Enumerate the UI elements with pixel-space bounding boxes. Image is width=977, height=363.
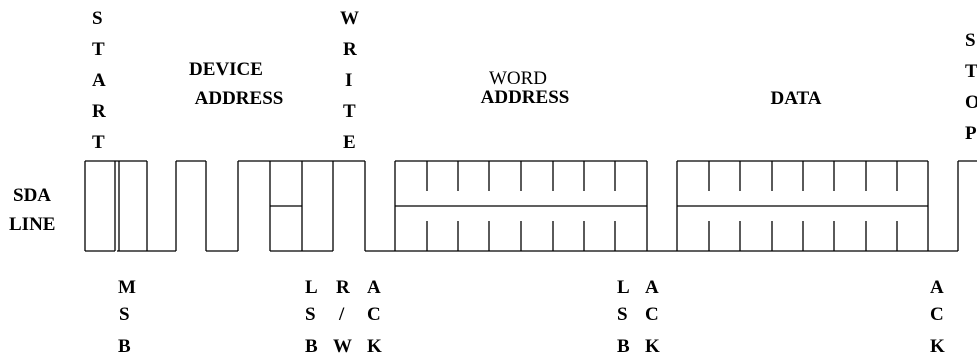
start-letter: S	[92, 8, 103, 29]
ack-letter: C	[930, 304, 944, 325]
sda-line-label: LINE	[9, 214, 55, 235]
rw-letter: W	[333, 336, 352, 357]
start-letter: A	[92, 70, 106, 91]
msb-letter: B	[118, 336, 131, 357]
ack-letter: K	[645, 336, 660, 357]
ack-letter: C	[645, 304, 659, 325]
ack-letter: K	[930, 336, 945, 357]
sda-waveform	[84, 160, 977, 252]
write-letter: T	[343, 101, 356, 122]
lsb-letter: S	[305, 304, 316, 325]
rw-letter: /	[338, 304, 345, 325]
start-letter: R	[92, 101, 106, 122]
lsb-letter: B	[305, 336, 318, 357]
rw-letter: R	[336, 277, 350, 298]
msb-letter: M	[118, 277, 136, 298]
sda-line-label: SDA	[13, 185, 51, 206]
msb-letter: S	[119, 304, 130, 325]
data-label: DATA	[770, 88, 821, 109]
lsb-letter: L	[305, 277, 318, 298]
word-address-label: WORD	[489, 68, 547, 89]
stop-letter: T	[965, 61, 977, 82]
ack-letter: A	[930, 277, 944, 298]
write-letter: W	[340, 8, 359, 29]
stop-letter: P	[965, 123, 977, 144]
lsb-letter: L	[617, 277, 630, 298]
device-address-label: DEVICE	[189, 59, 263, 80]
ack-letter: A	[367, 277, 381, 298]
write-letter: I	[345, 70, 352, 91]
device-address-label: ADDRESS	[195, 88, 284, 109]
lsb-letter: B	[617, 336, 630, 357]
ack-letter: K	[367, 336, 382, 357]
stop-letter: S	[965, 30, 976, 51]
write-letter: E	[343, 132, 356, 153]
start-letter: T	[92, 132, 105, 153]
lsb-letter: S	[617, 304, 628, 325]
ack-letter: A	[645, 277, 659, 298]
stop-letter: O	[965, 92, 977, 113]
write-letter: R	[343, 39, 357, 60]
word-address-label: ADDRESS	[481, 87, 570, 108]
ack-letter: C	[367, 304, 381, 325]
start-letter: T	[92, 39, 105, 60]
